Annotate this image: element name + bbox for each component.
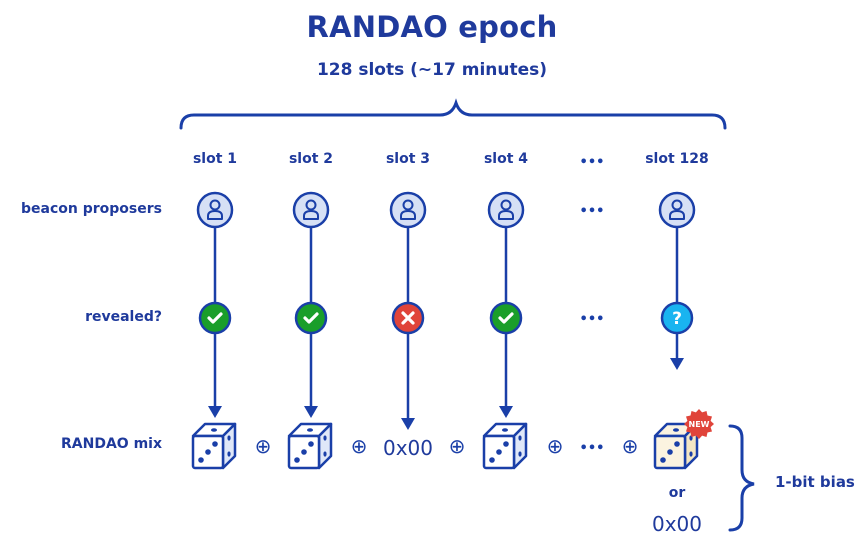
mix-zero-value: 0x00 xyxy=(382,436,433,460)
checkmark-glyph xyxy=(207,312,223,324)
slot-label: slot 3 xyxy=(385,151,431,167)
mix-ellipsis: ••• xyxy=(580,441,605,456)
epoch-brace xyxy=(179,98,727,130)
user-icon-body xyxy=(498,210,514,220)
row-label-mix: RANDAO mix xyxy=(61,436,162,452)
slot-label: slot 128 xyxy=(645,151,709,167)
checkmark-glyph xyxy=(303,312,319,324)
diagram-subtitle: 128 slots (~17 minutes) xyxy=(316,60,548,80)
xor-icon: ⊕ xyxy=(622,434,639,458)
dice-icon xyxy=(287,422,333,470)
revealed-ellipsis: ••• xyxy=(580,312,605,327)
cross-glyph xyxy=(401,311,415,325)
user-icon-head xyxy=(671,199,683,211)
arrow-head xyxy=(208,406,222,418)
slot-label: slot 4 xyxy=(483,151,529,167)
arrow-head xyxy=(499,406,513,418)
arrow-head xyxy=(401,418,415,430)
user-icon-head xyxy=(500,199,512,211)
slot-label: slot 1 xyxy=(192,151,238,167)
proposer-ellipsis: ••• xyxy=(580,204,605,219)
row-label-revealed: revealed? xyxy=(85,309,162,325)
bias-label: 1-bit bias xyxy=(775,473,855,491)
slot-label: slot 2 xyxy=(288,151,334,167)
user-icon-body xyxy=(303,210,319,220)
user-icon-head xyxy=(209,199,221,211)
question-glyph: ? xyxy=(672,309,682,329)
xor-icon: ⊕ xyxy=(547,434,564,458)
user-icon-body xyxy=(669,210,685,220)
arrow-head xyxy=(670,358,684,370)
bias-brace xyxy=(728,424,755,532)
user-icon-head xyxy=(305,199,317,211)
alt-zero-value: 0x00 xyxy=(651,512,702,536)
diagram-title: RANDAO epoch xyxy=(306,10,558,44)
new-badge-text: NEW xyxy=(689,420,710,429)
or-label: or xyxy=(668,485,686,501)
row-label-proposers: beacon proposers xyxy=(21,201,162,217)
arrow-head xyxy=(304,406,318,418)
user-icon-head xyxy=(402,199,414,211)
dice-icon xyxy=(482,422,528,470)
user-icon-body xyxy=(207,210,223,220)
new-badge xyxy=(684,409,714,439)
xor-icon: ⊕ xyxy=(449,434,466,458)
xor-icon: ⊕ xyxy=(351,434,368,458)
slot-ellipsis: ••• xyxy=(580,155,605,170)
xor-icon: ⊕ xyxy=(255,434,272,458)
checkmark-glyph xyxy=(498,312,514,324)
dice-icon xyxy=(191,422,237,470)
user-icon-body xyxy=(400,210,416,220)
